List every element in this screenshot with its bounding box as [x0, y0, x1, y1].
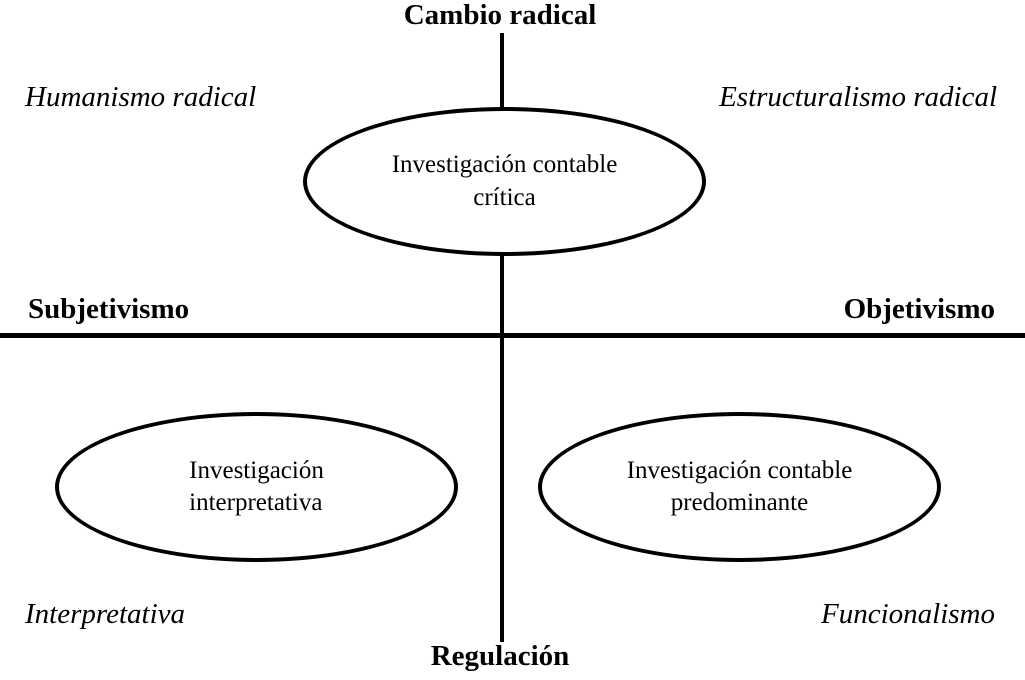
ellipse-label-line1: Investigación contable — [391, 151, 618, 178]
ellipse-critical-accounting-research: Investigación contable crítica — [303, 107, 706, 256]
quadrant-label-interpretive: Interpretativa — [25, 598, 185, 630]
quadrant-label-radical-humanism: Humanismo radical — [25, 81, 257, 113]
ellipse-label-line1: Investigación — [189, 456, 324, 484]
ellipse-label-line2: crítica — [473, 183, 536, 211]
ellipse-label: Investigación interpretativa — [189, 455, 324, 520]
axis-label-regulation: Regulación — [430, 640, 570, 672]
ellipse-interpretive-research: Investigación interpretativa — [55, 412, 458, 562]
ellipse-label-line1: Investigación contable — [626, 456, 853, 484]
quadrant-label-functionalism: Funcionalismo — [821, 598, 995, 630]
axis-label-radical-change: Cambio radical — [403, 0, 597, 31]
ellipse-label: Investigación contable crítica — [392, 149, 618, 214]
axis-label-subjectivism: Subjetivismo — [28, 293, 190, 325]
ellipse-label: Investigación contable predominante — [627, 455, 853, 520]
ellipse-label-line2: interpretativa — [189, 489, 323, 516]
quadrant-label-radical-structuralism: Estructuralismo radical — [719, 81, 997, 113]
vertical-axis-line — [500, 33, 504, 642]
axis-label-objectivism: Objetivismo — [843, 293, 995, 325]
ellipse-mainstream-accounting-research: Investigación contable predominante — [538, 412, 941, 562]
horizontal-axis-line — [0, 333, 1025, 338]
ellipse-label-line2: predominante — [670, 489, 809, 516]
